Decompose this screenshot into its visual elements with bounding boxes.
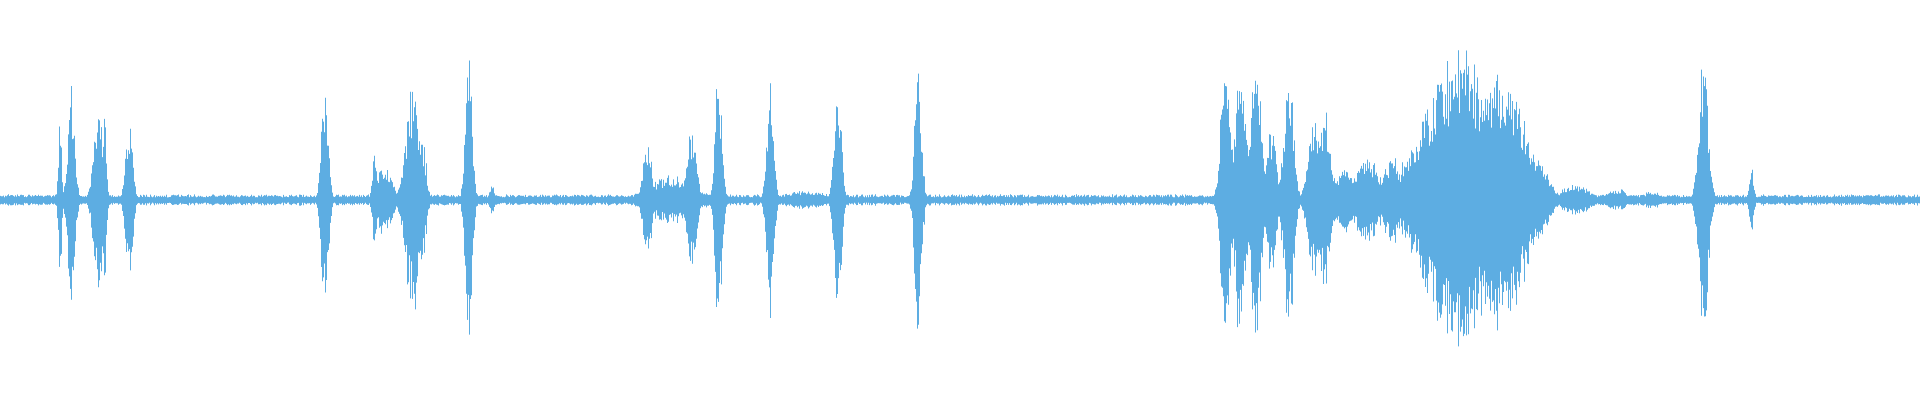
waveform-trace xyxy=(0,50,1920,347)
waveform-bars xyxy=(0,50,1920,347)
